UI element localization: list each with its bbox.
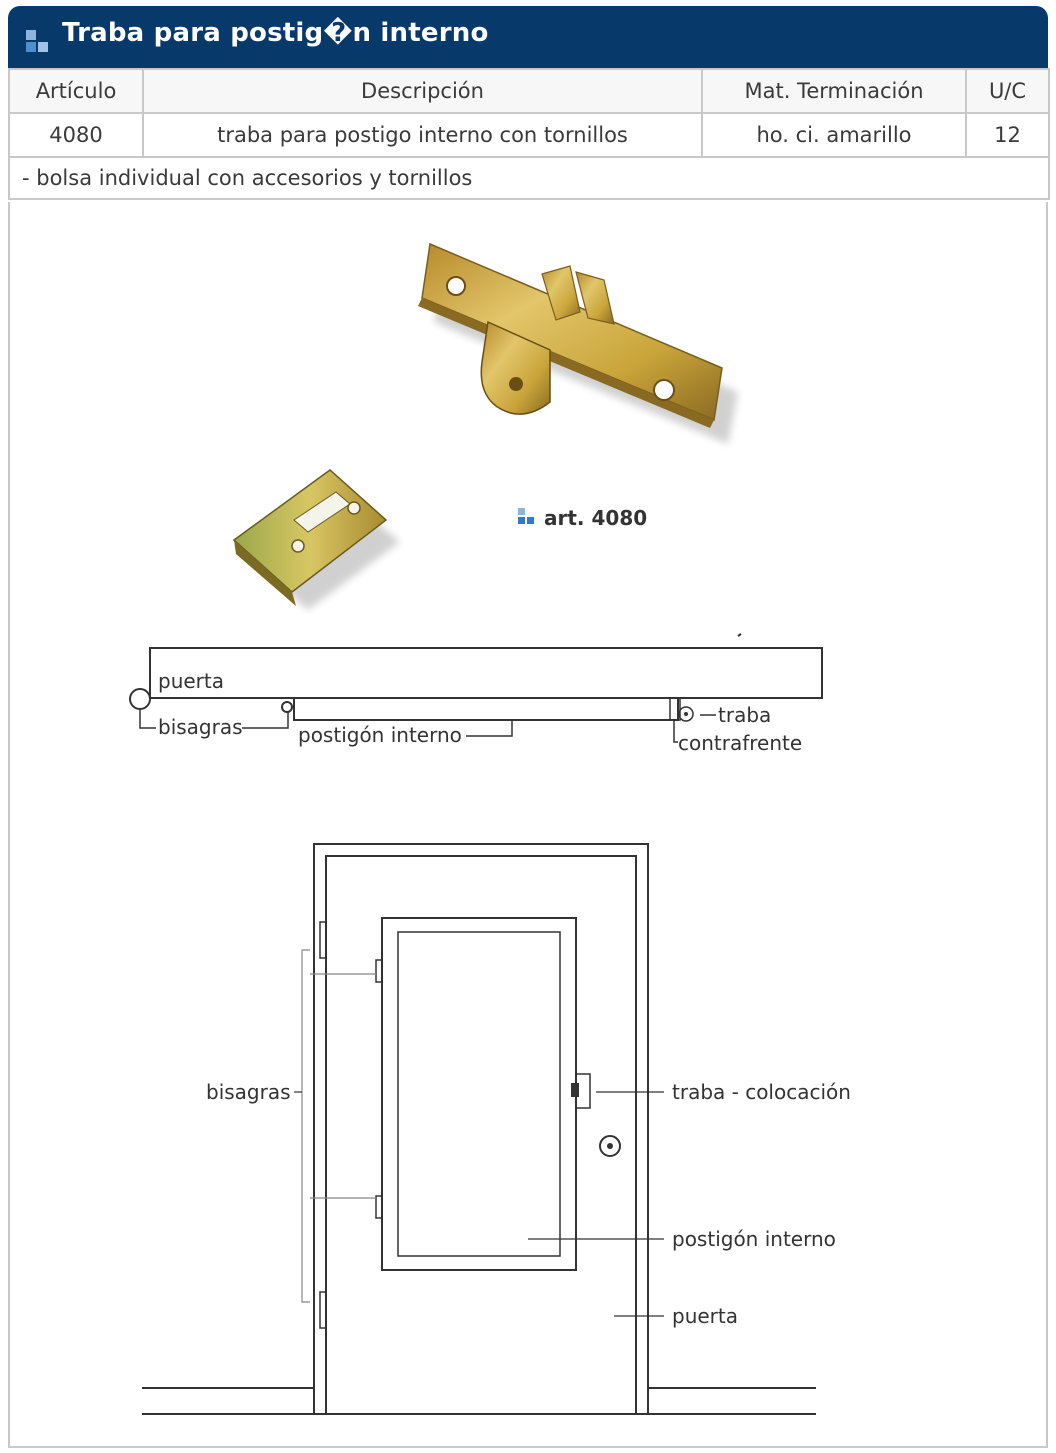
- header-terminacion: Mat. Terminación: [701, 68, 967, 114]
- label-traba-top: traba: [718, 703, 771, 727]
- cell-articulo: 4080: [8, 112, 144, 158]
- product-illustration: art. 4080 puerta bisagras postigón i: [129, 242, 851, 1415]
- label-traba-colocacion: traba - colocación: [672, 1080, 851, 1104]
- label-bisagras-top: bisagras: [158, 715, 243, 739]
- label-postigon-door: postigón interno: [672, 1227, 836, 1251]
- product-figure: art. 4080 puerta bisagras postigón i: [8, 202, 1048, 1448]
- label-puerta-top: puerta: [158, 669, 224, 693]
- cell-descripcion: traba para postigo interno con tornillos: [142, 112, 703, 158]
- header-descripcion: Descripción: [142, 68, 703, 114]
- note-row: - bolsa individual con accesorios y torn…: [8, 156, 1050, 200]
- section-diagram: [129, 633, 823, 743]
- header-uc: U/C: [965, 68, 1050, 114]
- page-title: Traba para postig�n interno: [62, 18, 489, 48]
- note-text: - bolsa individual con accesorios y torn…: [8, 156, 1050, 200]
- spec-table: Artículo Descripción Mat. Terminación U/…: [8, 68, 1050, 200]
- brand-squares-icon: [26, 30, 50, 54]
- title-bar: Traba para postig�n interno: [8, 6, 1048, 68]
- strike-plate-photo: [232, 469, 400, 610]
- table-row: 4080 traba para postigo interno con torn…: [8, 112, 1050, 158]
- caption-text: art. 4080: [544, 506, 647, 530]
- label-postigon-top: postigón interno: [298, 723, 462, 747]
- label-contrafrente-top: contrafrente: [678, 731, 802, 755]
- table-header-row: Artículo Descripción Mat. Terminación U/…: [8, 68, 1050, 114]
- product-sheet: Traba para postig�n interno Artículo Des…: [8, 6, 1050, 1448]
- cell-terminacion: ho. ci. amarillo: [701, 112, 967, 158]
- caption: art. 4080: [518, 506, 647, 530]
- door-diagram: [142, 843, 816, 1415]
- header-articulo: Artículo: [8, 68, 144, 114]
- label-bisagras-door: bisagras: [206, 1080, 291, 1104]
- label-puerta-door: puerta: [672, 1304, 738, 1328]
- latch-photo: [418, 242, 738, 444]
- cell-uc: 12: [965, 112, 1050, 158]
